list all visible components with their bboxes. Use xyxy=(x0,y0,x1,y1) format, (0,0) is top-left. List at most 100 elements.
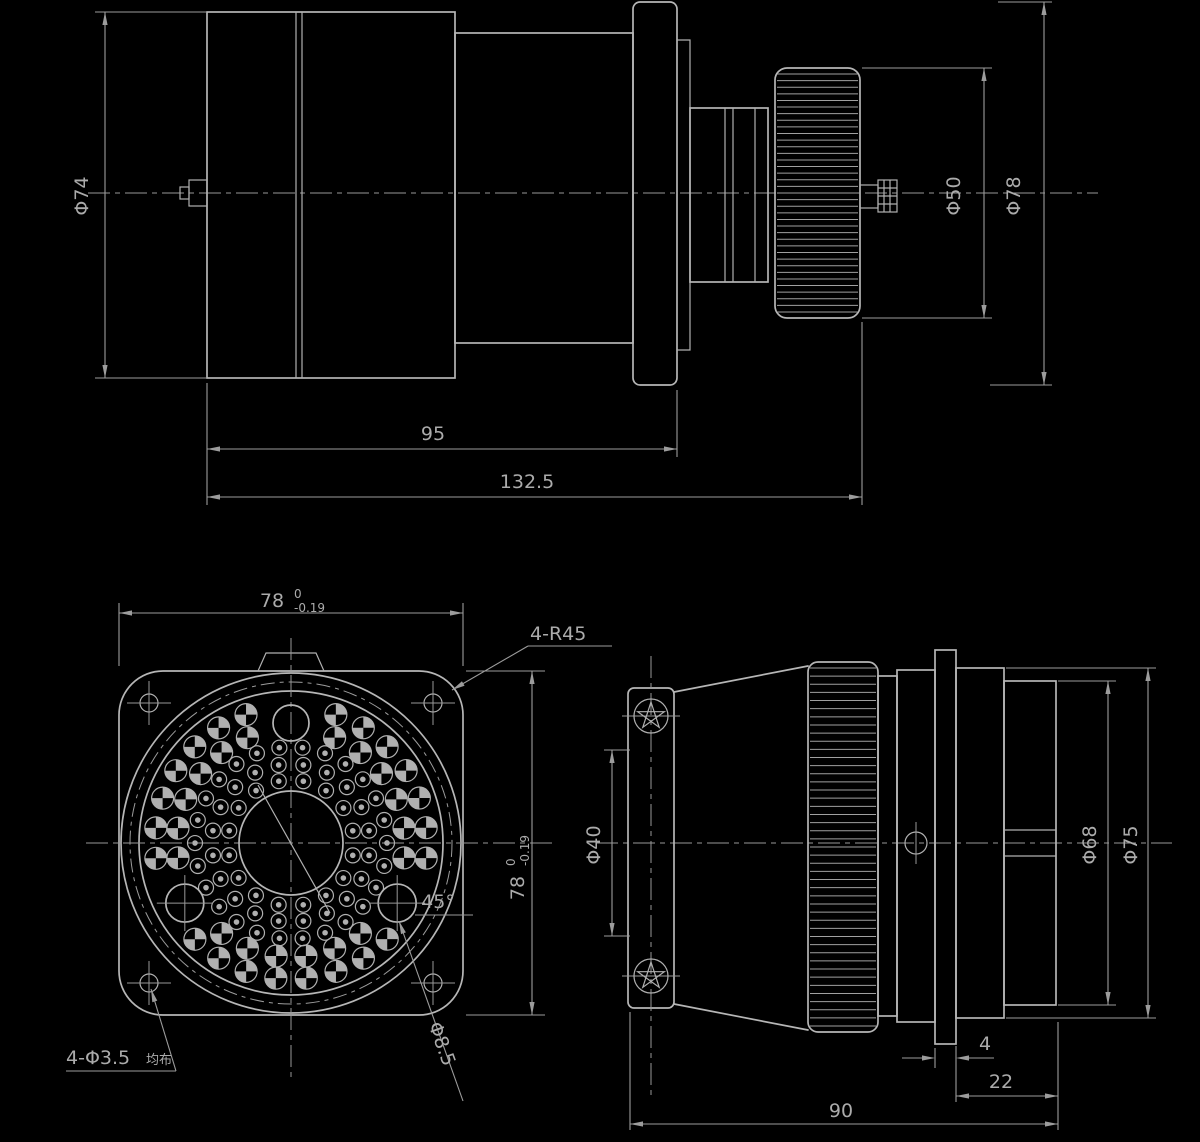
coupling-flange xyxy=(632,1,678,386)
contact-cavity-small xyxy=(248,924,266,941)
contact-cavity-small xyxy=(271,930,288,947)
contact-cavity-medium xyxy=(235,936,259,960)
dim-132-5: 132.5 xyxy=(207,322,863,505)
dim-95: 95 xyxy=(206,383,678,505)
knurled-coupling-ring xyxy=(807,661,879,1033)
contact-cavity-small xyxy=(378,834,396,852)
contact-cavity-medium xyxy=(369,762,394,786)
contact-cavity-small xyxy=(335,799,352,817)
dim-label-mount-holes: 4-Φ3.5 xyxy=(66,1047,130,1069)
arrowhead xyxy=(399,921,406,935)
arrowhead xyxy=(119,610,132,616)
star-recess xyxy=(635,960,667,989)
contact-cavity-small xyxy=(189,811,206,829)
callout-corner-radius: 4-R45 xyxy=(451,623,612,691)
contact-cavity-small xyxy=(316,745,334,762)
contact-cavity-small xyxy=(186,834,204,852)
contact-cavity-small xyxy=(211,898,228,915)
contact-cavity-small xyxy=(376,857,393,875)
contact-cavity-medium xyxy=(264,944,288,968)
flange-screws xyxy=(633,698,669,994)
contact-cavity-medium xyxy=(234,703,258,727)
contact-cavity-small xyxy=(247,887,265,904)
taper-bottom xyxy=(673,1003,809,1031)
dim-label-95: 95 xyxy=(421,423,445,445)
contact-cavity-small xyxy=(270,896,287,913)
contact-cavity-small xyxy=(354,771,371,788)
diagonal-reference-line xyxy=(257,784,331,914)
contact-cavity-small xyxy=(294,930,311,947)
contact-cavity-small xyxy=(271,739,288,756)
callout-mount-holes: 4-Φ3.5 均布 xyxy=(66,988,177,1072)
contact-cavity-small xyxy=(367,790,385,807)
contact-cavity-medium xyxy=(414,816,438,840)
arrowhead xyxy=(1041,372,1047,385)
guide-hole xyxy=(156,875,213,932)
contact-cavity-small xyxy=(212,799,229,816)
dim-phi40: Φ40 xyxy=(583,749,630,937)
contact-cavity-small xyxy=(230,799,247,817)
contact-cavity-small xyxy=(211,771,228,788)
contact-cavity-small xyxy=(360,847,378,864)
contact-cavity-small xyxy=(247,782,265,799)
contact-cavity-small xyxy=(230,869,247,887)
guide-hole xyxy=(369,875,426,932)
dim-label-mount-holes-suffix: 均布 xyxy=(146,1053,172,1068)
arrowhead xyxy=(450,610,463,616)
mounting-hole xyxy=(411,961,455,1005)
contact-cavity-small xyxy=(270,912,287,930)
contact-cavity-medium xyxy=(210,740,234,765)
contact-cavity-medium xyxy=(166,846,190,870)
big-contact xyxy=(272,704,310,742)
contact-cavity-medium xyxy=(207,946,231,970)
contact-cavity-medium xyxy=(375,927,399,951)
contact-cavity-medium xyxy=(392,816,416,840)
contact-cavity-small xyxy=(247,905,264,922)
dim-label-45deg: 45° xyxy=(421,891,455,913)
contact-cavity-small xyxy=(294,739,311,756)
central-cavity xyxy=(238,790,344,896)
dim-phi75: Φ75 xyxy=(1006,667,1156,1019)
arrowhead xyxy=(452,681,465,690)
contact-cavity-small xyxy=(227,779,244,796)
contact-cavity-medium xyxy=(407,786,431,810)
taper-top xyxy=(673,665,809,693)
contact-cavity-medium xyxy=(164,759,188,783)
dim-phi50: Φ50 xyxy=(862,67,992,319)
contact-cavity-medium xyxy=(294,966,318,990)
contact-cavity-small xyxy=(337,913,354,931)
contact-cavity-small xyxy=(316,924,334,941)
contact-cavity-small xyxy=(318,764,335,781)
contact-cavity-small xyxy=(295,756,312,774)
contact-cavity-small xyxy=(353,870,370,887)
mounting-holes xyxy=(127,681,455,1005)
arrowhead xyxy=(956,1055,969,1061)
contact-cavity-medium xyxy=(210,921,234,946)
contact-cavity-small xyxy=(221,822,238,839)
contact-cavity-small xyxy=(248,745,266,762)
contact-cavity-medium xyxy=(235,726,259,750)
contact-cavity-small xyxy=(335,869,352,887)
dim-phi74: Φ74 xyxy=(71,11,207,379)
arrowhead xyxy=(1045,1121,1058,1127)
contact-cavity-small xyxy=(227,890,244,907)
dim-label-corner-radius: 4-R45 xyxy=(530,623,586,645)
contact-cavity-small xyxy=(344,847,361,864)
contact-cavity-small xyxy=(197,879,215,896)
contact-cavity-medium xyxy=(183,735,207,759)
mounting-hole xyxy=(127,961,171,1005)
contact-cavity-small xyxy=(344,822,361,839)
screw-head xyxy=(633,698,669,734)
arrowhead xyxy=(207,446,220,452)
dimension-arrowheads xyxy=(102,2,1151,1127)
arrowhead xyxy=(529,1002,535,1015)
dim-label-phi68: Φ68 xyxy=(1079,825,1101,864)
contact-cavity-small xyxy=(228,913,245,931)
arrowhead xyxy=(609,750,615,763)
contact-cavity-medium xyxy=(394,758,418,783)
arrowhead xyxy=(151,989,158,1003)
arrowhead xyxy=(1105,992,1111,1005)
contact-cavity-small xyxy=(212,870,229,887)
contact-cavity-medium xyxy=(166,816,190,840)
